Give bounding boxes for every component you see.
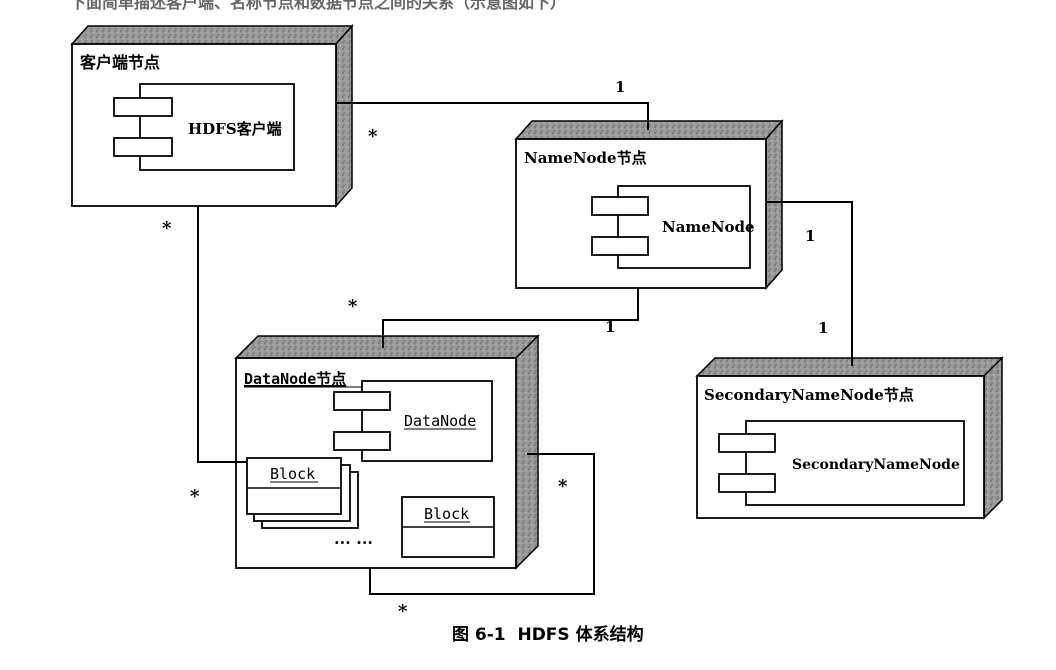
block-ellipsis: ··· ··· (334, 533, 373, 552)
mult-namenode-secondary-namenode: 1 (805, 227, 815, 245)
mult-client-namenode-client: * (368, 126, 378, 147)
mult-datanode-self-b: * (398, 601, 408, 622)
connector-client-namenode (336, 102, 649, 130)
datanode-component: DataNode (333, 380, 493, 462)
block-label-b: Block (424, 505, 469, 523)
namenode-node-title: NameNode节点 (524, 149, 647, 167)
client-component-label: HDFS客户端 (188, 120, 282, 138)
mult-namenode-datanode-namenode: 1 (605, 318, 615, 336)
figure-caption: 图 6-1 HDFS 体系结构 (452, 624, 644, 645)
datanode-node-title: DataNode节点 (244, 370, 346, 388)
secondary-component: SecondaryNameNode (718, 420, 965, 506)
connector-namenode-secondary (766, 201, 853, 366)
secondary-node: SecondaryNameNode节点 SecondaryNameNode (695, 356, 1004, 520)
mult-client-datanode-client: * (162, 218, 172, 239)
block-label-a: Block (270, 465, 315, 483)
client-component: HDFS客户端 (113, 83, 295, 171)
block-single: Block (401, 496, 495, 558)
mult-datanode-self-a: * (558, 476, 568, 497)
namenode-node: NameNode节点 NameNode (514, 119, 784, 290)
multiplicity-labels: * 1 * * * 1 1 1 * * (162, 78, 828, 622)
mult-namenode-datanode-datanode: * (348, 296, 358, 317)
client-node-title: 客户端节点 (80, 53, 160, 72)
connector-client-datanode (197, 206, 247, 463)
namenode-component: NameNode (591, 185, 755, 269)
secondary-node-title: SecondaryNameNode节点 (704, 386, 914, 404)
client-node: 客户端节点 HDFS客户端 (70, 24, 354, 208)
connectors (197, 102, 853, 595)
connector-namenode-datanode (382, 288, 639, 348)
datanode-node: DataNode节点 DataNode Block Block ··· ··· (234, 334, 540, 570)
mult-client-datanode-datanode: * (190, 486, 200, 507)
block-stack: Block (246, 457, 359, 529)
connector-datanode-self (369, 453, 595, 595)
mult-namenode-secondary-secondary: 1 (818, 319, 828, 337)
secondary-component-label: SecondaryNameNode (792, 457, 960, 473)
top-text-fragment: 下面简单描述客户端、名称节点和数据节点之间的关系（示意图如下） (70, 0, 566, 12)
datanode-component-label: DataNode (404, 412, 476, 430)
namenode-component-label: NameNode (662, 218, 755, 236)
mult-client-namenode-namenode: 1 (615, 78, 625, 96)
